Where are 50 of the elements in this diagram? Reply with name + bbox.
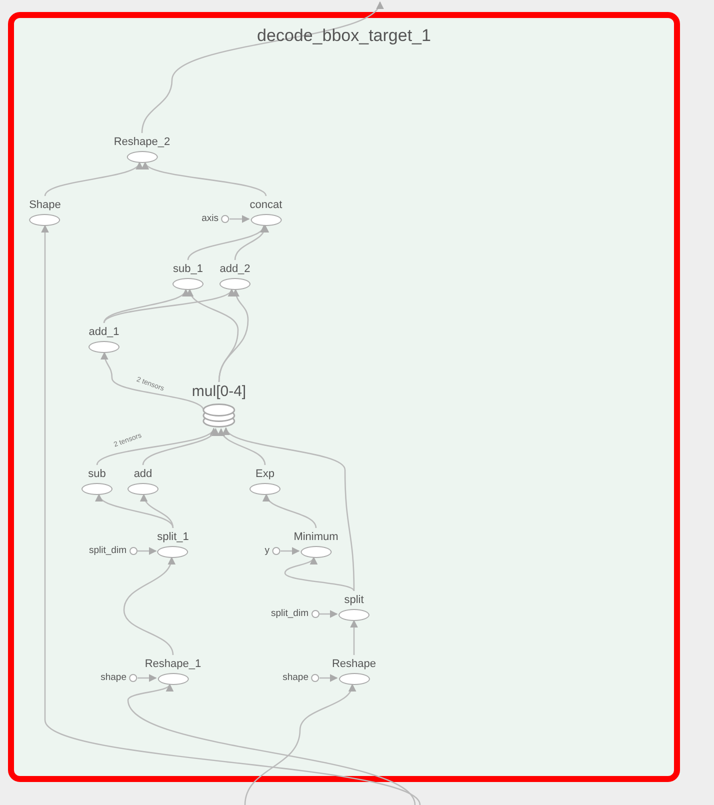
arrow [103, 288, 232, 324]
node-label: shape [282, 672, 308, 684]
node-label: split [344, 592, 364, 606]
arrow [103, 288, 187, 324]
arrow [320, 674, 338, 682]
arrow [138, 547, 157, 555]
node-label: Reshape_2 [114, 134, 170, 148]
arrow [225, 427, 355, 591]
node-label: mul[0-4] [192, 383, 246, 401]
arrow [244, 684, 355, 805]
arrow [142, 428, 218, 466]
node-label: Reshape [332, 656, 376, 670]
arrow [218, 288, 249, 382]
arrow [320, 610, 338, 618]
group-title: decode_bbox_target_1 [256, 26, 432, 46]
node-label: y [264, 545, 270, 557]
arrow [234, 224, 268, 260]
node-label: split_dim [271, 608, 308, 620]
node-label: sub [88, 466, 106, 480]
arrow [140, 494, 174, 528]
arrow [41, 224, 421, 805]
arrow [264, 494, 317, 528]
node-label: Reshape_1 [144, 656, 202, 670]
arrow [230, 215, 250, 223]
arrow [280, 547, 300, 555]
node-label: shape [100, 672, 126, 684]
node-label: Exp [256, 466, 274, 480]
arrow [141, 1, 381, 134]
node-label: concat [250, 198, 282, 212]
node-label: split_dim [89, 545, 126, 557]
arrow [144, 162, 267, 196]
node-label: add [134, 466, 152, 480]
node-label: add_2 [220, 262, 250, 276]
arrow [218, 428, 266, 466]
arrow [98, 494, 174, 528]
arrow [284, 556, 355, 592]
arrow [350, 620, 358, 655]
arrow [96, 428, 214, 466]
node-label: axis [202, 213, 218, 225]
arrow [100, 352, 204, 411]
node-label: split_1 [157, 530, 189, 544]
node-label: Minimum [294, 530, 338, 544]
arrow [138, 674, 157, 682]
node-label: add_1 [88, 324, 120, 338]
arrow [187, 224, 266, 260]
arrow [44, 162, 140, 196]
arrow [127, 684, 416, 805]
node-label: Shape [29, 198, 61, 212]
arrow [123, 556, 174, 656]
node-label: sub_1 [173, 262, 203, 276]
